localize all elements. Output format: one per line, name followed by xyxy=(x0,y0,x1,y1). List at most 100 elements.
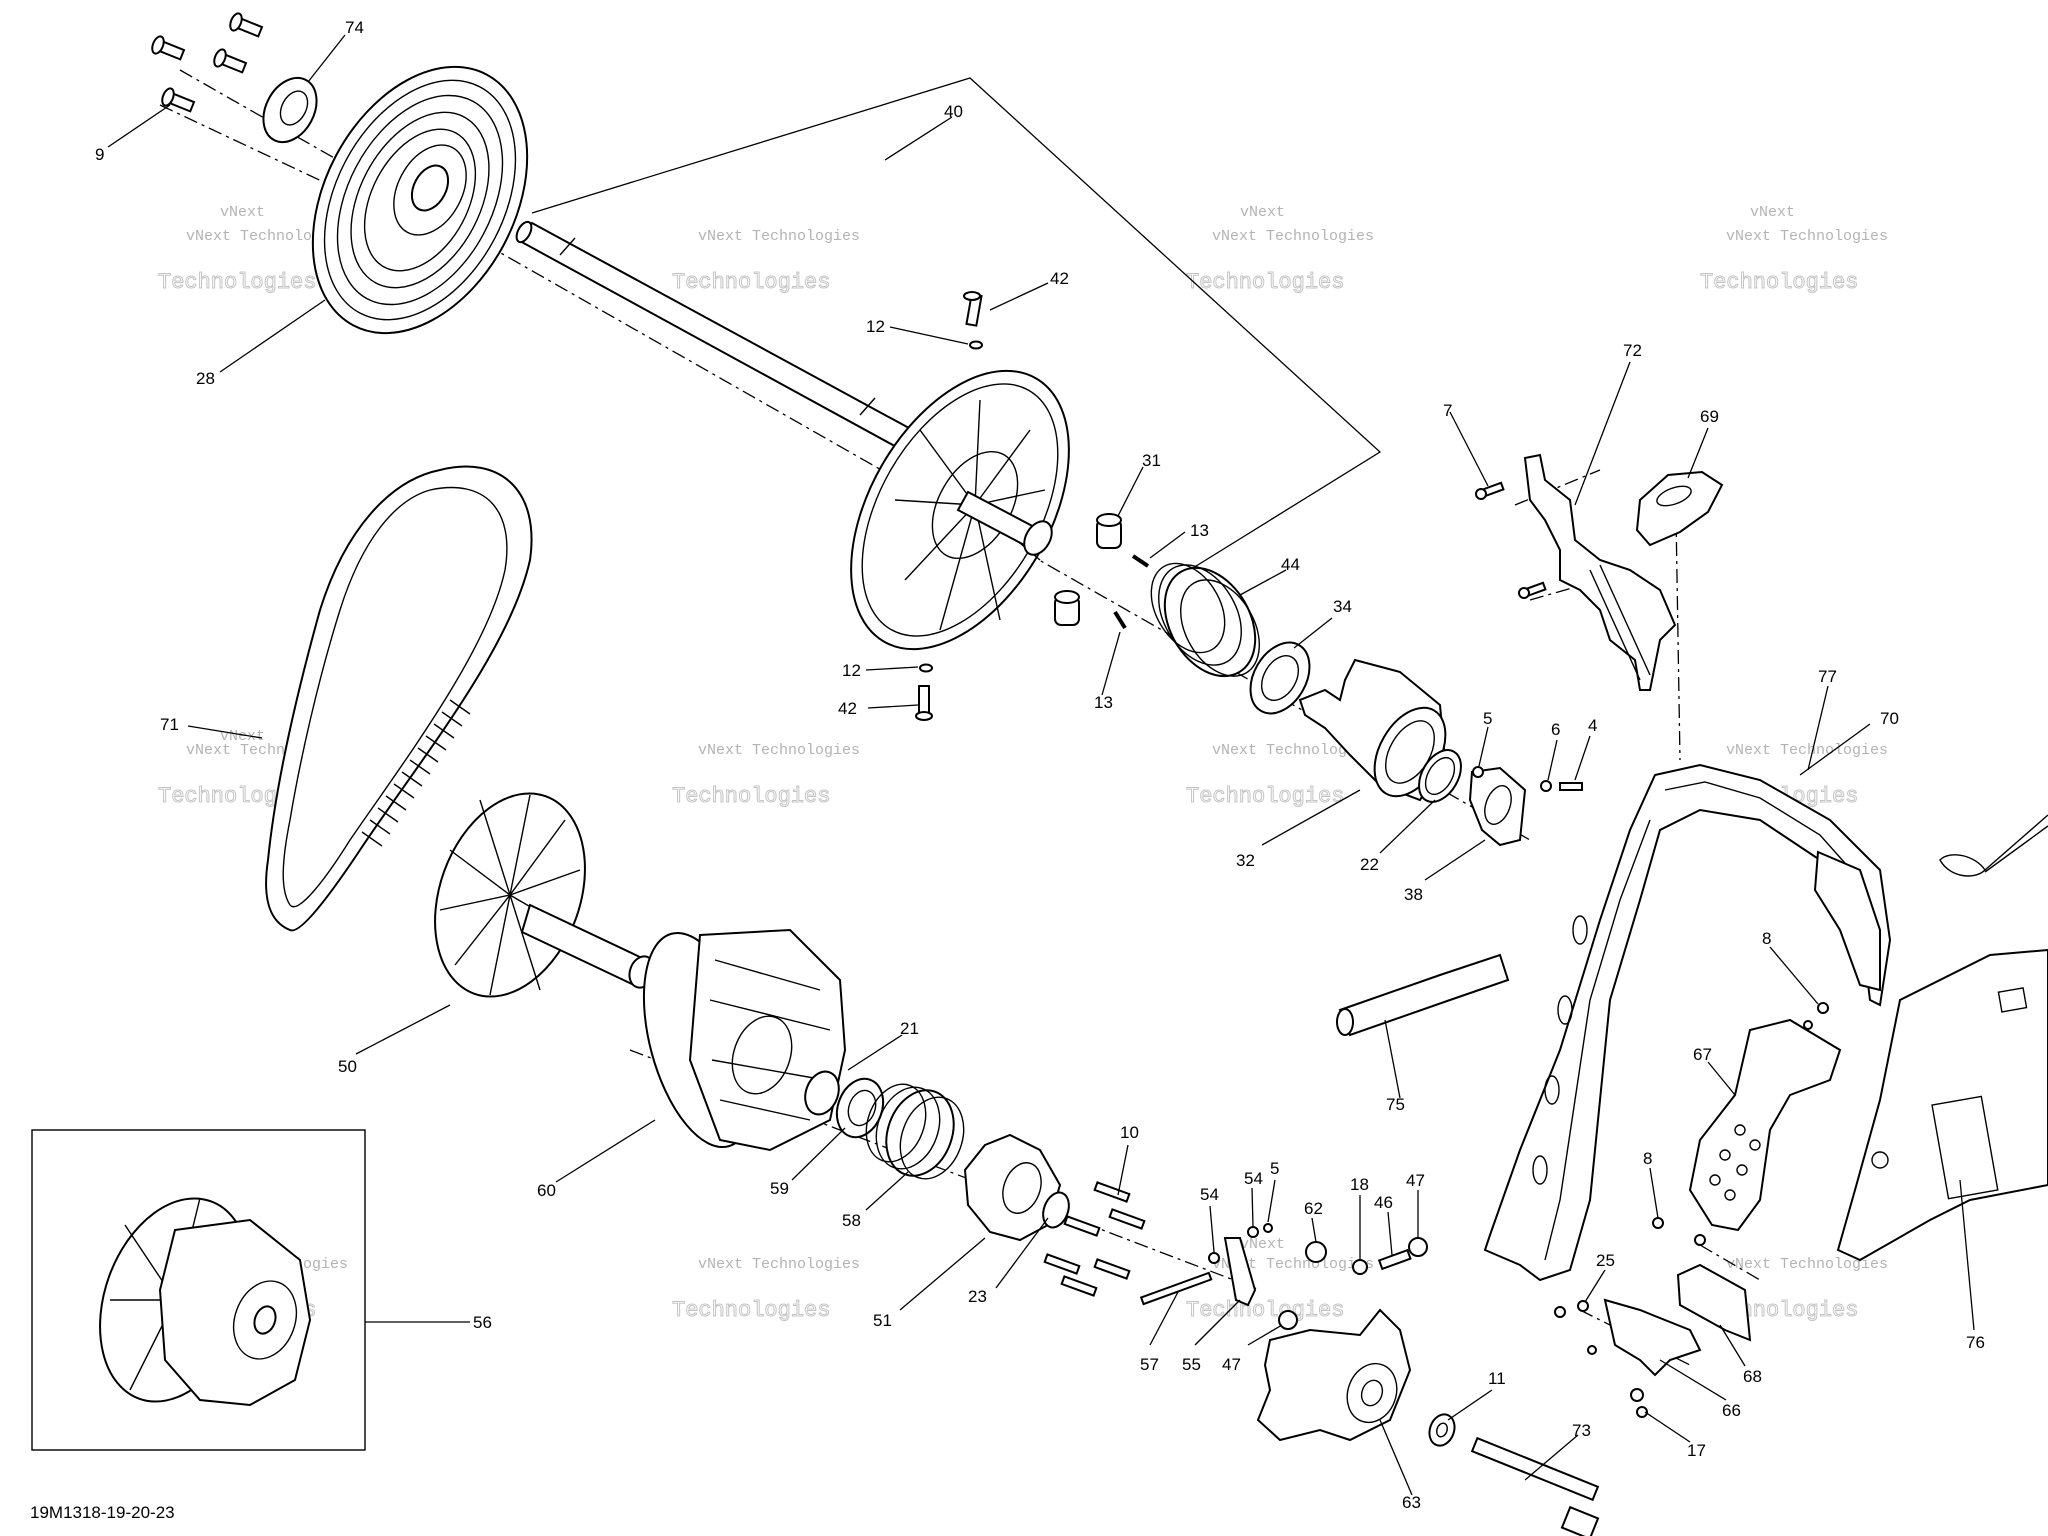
callout-label: 59 xyxy=(770,1179,789,1198)
movable-sheave xyxy=(850,369,1070,651)
spider-51 xyxy=(963,1133,1062,1242)
callout-label: 73 xyxy=(1572,1421,1591,1440)
knob-69 xyxy=(1635,470,1724,547)
callout-label: 5 xyxy=(1270,1159,1279,1178)
belt-guard-77 xyxy=(1483,763,1892,1282)
callout-label: 8 xyxy=(1762,929,1771,948)
watermark: Technologies vNext Technologies xyxy=(672,742,861,810)
callout-label: 46 xyxy=(1374,1193,1393,1212)
callout-label: 51 xyxy=(873,1311,892,1330)
callout-label: 13 xyxy=(1190,521,1209,540)
callout-label: 70 xyxy=(1880,709,1899,728)
callout-label: 76 xyxy=(1966,1333,1985,1352)
watermark: Technologies vNext Technologies xyxy=(672,1256,861,1324)
callout-label: 67 xyxy=(1693,1045,1712,1064)
callout-label: 47 xyxy=(1222,1355,1241,1374)
screw-57 xyxy=(1139,1271,1213,1306)
callout-label: 44 xyxy=(1281,555,1300,574)
bracket-72 xyxy=(1523,453,1677,691)
callout-label: 75 xyxy=(1386,1095,1405,1114)
callout-label: 6 xyxy=(1551,720,1560,739)
callout-label: 7 xyxy=(1443,401,1452,420)
watermark: Technologies vNext Technologies xyxy=(1700,228,1889,296)
watermark-text: vNext Technologies xyxy=(1212,742,1374,759)
callout-label: 69 xyxy=(1700,407,1719,426)
callout-label: 40 xyxy=(944,102,963,121)
callout-label: 32 xyxy=(1236,851,1255,870)
callout-label: 63 xyxy=(1402,1493,1421,1512)
drive-fixed-sheave-50 xyxy=(434,792,656,998)
watermark: Technologies vNext Technologies xyxy=(1186,742,1375,810)
watermark-text: vNext xyxy=(220,204,265,221)
callout-label: 42 xyxy=(838,699,857,718)
watermark: Technologies vNext Technologies xyxy=(672,228,861,296)
plate-67 xyxy=(1688,1018,1842,1232)
callout-label: 25 xyxy=(1596,1251,1615,1270)
watermark-text: vNext Technologies xyxy=(1726,742,1888,759)
watermark-text: vNext xyxy=(1240,1236,1285,1253)
watermark-text: Technologies xyxy=(1186,1298,1344,1323)
ring-22 xyxy=(1418,749,1462,803)
callout-label: 72 xyxy=(1623,341,1642,360)
callout-label: 9 xyxy=(95,145,104,164)
callout-label: 55 xyxy=(1182,1355,1201,1374)
pin-42-top xyxy=(963,291,983,350)
ring-23 xyxy=(1042,1191,1070,1229)
screws-10 xyxy=(1043,1181,1146,1297)
callout-label: 62 xyxy=(1304,1199,1323,1218)
washer-34 xyxy=(1249,641,1311,715)
leader-lines xyxy=(107,34,1975,1496)
arm-55 xyxy=(1208,1223,1273,1307)
watermark-text: Technologies xyxy=(1700,270,1858,295)
callout-label: 21 xyxy=(900,1019,919,1038)
watermark-text: Technologies xyxy=(158,270,316,295)
callout-label: 77 xyxy=(1818,667,1837,686)
fasteners-5-6-4 xyxy=(1472,766,1583,792)
callout-label: 10 xyxy=(1120,1123,1139,1142)
bracket-66 xyxy=(1554,1298,1702,1418)
callout-label: 31 xyxy=(1142,451,1161,470)
pins-62-18-46-47 xyxy=(1278,1237,1428,1330)
callout-label: 23 xyxy=(968,1287,987,1306)
bracket-63 xyxy=(1256,1308,1412,1442)
pins-13 xyxy=(1113,554,1150,630)
callout-label: 66 xyxy=(1722,1401,1741,1420)
watermark-text: vNext Technologies xyxy=(1726,228,1888,245)
callout-label: 34 xyxy=(1333,597,1352,616)
callout-label: 50 xyxy=(338,1057,357,1076)
callout-label: 12 xyxy=(842,661,861,680)
screws-7 xyxy=(1475,481,1547,599)
callout-label: 68 xyxy=(1743,1367,1762,1386)
clip-70 xyxy=(1939,814,2048,877)
fixed-sheave-28 xyxy=(311,65,529,335)
watermark-text: Technologies xyxy=(1186,270,1344,295)
callout-label: 54 xyxy=(1244,1169,1263,1188)
watermark-text: vNext xyxy=(1240,204,1285,221)
callout-label: 17 xyxy=(1687,1441,1706,1460)
assembly-40-outline xyxy=(531,77,1382,577)
callout-label: 11 xyxy=(1488,1369,1506,1388)
watermark: Technologies vNext Technologies xyxy=(158,228,349,296)
watermark-text: vNext Technologies xyxy=(1726,1256,1888,1273)
rollers-31 xyxy=(1054,513,1122,626)
pin-42-bottom xyxy=(915,663,933,721)
plate-68 xyxy=(1676,1263,1752,1342)
callout-label: 4 xyxy=(1588,716,1597,735)
watermark-text: Technologies xyxy=(672,270,830,295)
clamp-38 xyxy=(1468,766,1527,847)
spring-44 xyxy=(1150,562,1260,678)
cover-76 xyxy=(1836,948,2048,1262)
screws-9 xyxy=(151,12,264,113)
seal-74 xyxy=(262,76,318,144)
watermark-text: vNext Technologies xyxy=(1212,228,1374,245)
watermark-text: vNext xyxy=(220,728,265,745)
watermark-text: vNext Technologies xyxy=(1212,1256,1374,1273)
callout-label: 22 xyxy=(1360,855,1379,874)
drawing-reference: 19M1318-19-20-23 xyxy=(30,1503,175,1522)
watermark-text: vNext Technologies xyxy=(698,228,860,245)
watermark-text: vNext Technologies xyxy=(698,1256,860,1273)
watermark-text: Technologies xyxy=(672,784,830,809)
callout-label: 54 xyxy=(1200,1185,1219,1204)
